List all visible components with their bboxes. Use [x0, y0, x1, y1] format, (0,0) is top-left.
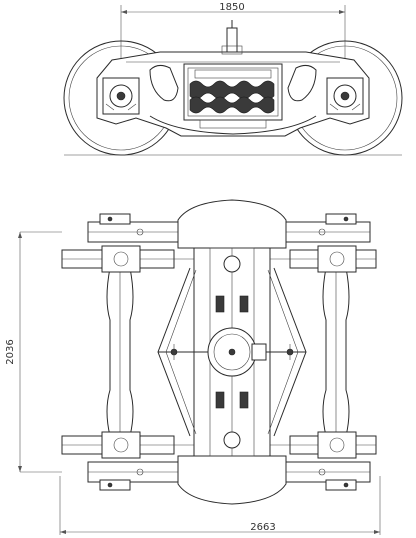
dimension-left-label: 2036: [5, 339, 16, 364]
right-axle-box: [326, 77, 364, 115]
side-view: 1850: [63, 2, 403, 156]
bottom-dimension-line: [59, 476, 381, 535]
left-window: [149, 64, 179, 102]
dimension-bottom-label: 2663: [250, 522, 275, 533]
left-axle-box: [102, 77, 140, 115]
plan-view: 2036 2663: [5, 199, 381, 535]
side-frame-left-plan: [106, 267, 134, 437]
spring-nest: [183, 63, 283, 129]
right-window: [287, 64, 317, 102]
fittings: [170, 255, 294, 449]
center-pivot: [221, 20, 243, 55]
bottom-center-housing: [177, 455, 287, 505]
central-pivot-plan: [207, 327, 267, 377]
top-center-housing: [177, 199, 287, 249]
diagonal-bracing: [157, 267, 307, 437]
beam-details: [136, 228, 326, 476]
side-frame-right-plan: [322, 267, 350, 437]
left-dimension-line: [18, 231, 62, 473]
axle-box-ends: [101, 245, 357, 459]
dimension-top-label: 1850: [219, 2, 244, 13]
